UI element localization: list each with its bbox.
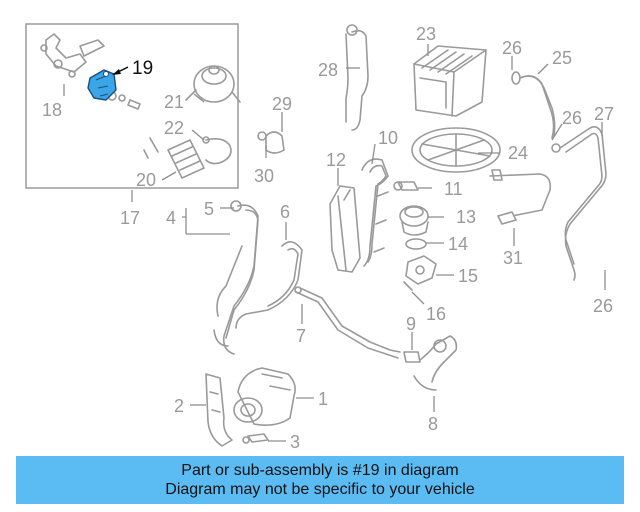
hose-9-8 xyxy=(403,335,458,391)
callout-16: 16 xyxy=(426,304,446,324)
callout-4: 4 xyxy=(166,208,176,228)
callout-8: 8 xyxy=(428,414,438,434)
fitting-11 xyxy=(393,181,419,191)
callout-3: 3 xyxy=(290,432,300,452)
callout-27: 27 xyxy=(594,104,614,124)
callout-24: 24 xyxy=(508,143,528,163)
callout-15: 15 xyxy=(458,266,478,286)
hose-6 xyxy=(235,241,303,329)
callout-13: 13 xyxy=(456,207,476,227)
callout-22: 22 xyxy=(164,118,184,138)
callout-9: 9 xyxy=(406,314,416,334)
hose-22 xyxy=(202,136,232,165)
callout-5: 5 xyxy=(204,199,214,219)
parts-diagram: 19 18 21 22 20 17 28 29 30 23 26 25 26 2… xyxy=(25,23,614,452)
callout-25: 25 xyxy=(552,48,572,68)
sensor-31 xyxy=(489,169,552,225)
callout-26a: 26 xyxy=(502,38,522,58)
pipe-28 xyxy=(345,24,369,131)
callout-10: 10 xyxy=(378,128,398,148)
banner-line-1: Part or sub-assembly is #19 in diagram xyxy=(181,462,459,479)
leader-10 xyxy=(371,143,376,165)
sensor-29-30 xyxy=(257,131,285,154)
callout-29: 29 xyxy=(272,94,292,114)
callout-20: 20 xyxy=(136,170,156,190)
callout-17: 17 xyxy=(120,208,140,228)
pipe-7 xyxy=(294,286,401,359)
info-banner: Part or sub-assembly is #19 in diagram D… xyxy=(16,456,624,504)
valve-21 xyxy=(185,65,241,103)
pipe-27 xyxy=(551,126,607,281)
callout-14: 14 xyxy=(448,234,468,254)
filter-20 xyxy=(143,137,205,179)
callout-26c: 26 xyxy=(593,296,613,316)
gasket-14 xyxy=(405,238,427,250)
valve-13 xyxy=(399,205,429,236)
leader-26b xyxy=(551,123,563,141)
hose-25 xyxy=(511,71,556,139)
pipe-10 xyxy=(361,158,389,267)
bolt-3 xyxy=(242,433,269,444)
leader-16 xyxy=(411,291,425,305)
callout-2: 2 xyxy=(174,396,184,416)
cover-24 xyxy=(411,127,501,173)
callout-7: 7 xyxy=(296,326,306,346)
callout-30: 30 xyxy=(254,166,274,186)
callout-11: 11 xyxy=(444,179,463,199)
leader-21 xyxy=(193,93,205,103)
leader-4 xyxy=(182,208,230,235)
hose-4 xyxy=(213,245,243,347)
inset-box xyxy=(25,23,239,189)
leader-20 xyxy=(161,171,177,181)
leader-25 xyxy=(537,63,549,75)
canister-23 xyxy=(413,45,487,117)
callout-12: 12 xyxy=(326,150,346,170)
callout-1: 1 xyxy=(318,389,328,409)
callout-18: 18 xyxy=(42,100,62,120)
bolts-washers xyxy=(107,91,141,110)
air-pump-1 xyxy=(233,367,296,426)
callout-6: 6 xyxy=(280,202,290,222)
bracket-2 xyxy=(205,373,233,447)
bracket-15-16 xyxy=(403,255,437,291)
parts-diagram-svg: 19 18 21 22 20 17 28 29 30 23 26 25 26 2… xyxy=(25,23,614,452)
bracket-18 xyxy=(40,33,105,78)
callout-21: 21 xyxy=(164,92,184,112)
callout-23: 23 xyxy=(416,24,436,44)
arrow-19 xyxy=(112,69,121,75)
callout-26b: 26 xyxy=(562,108,582,128)
leader-22 xyxy=(191,129,205,141)
callout-19: 19 xyxy=(132,58,153,79)
callout-31: 31 xyxy=(503,248,523,268)
banner-line-2: Diagram may not be specific to your vehi… xyxy=(165,481,475,498)
hose-5 xyxy=(222,200,259,355)
callout-28: 28 xyxy=(318,60,338,80)
bracket-12 xyxy=(329,185,361,273)
part-19-highlight xyxy=(87,69,117,101)
